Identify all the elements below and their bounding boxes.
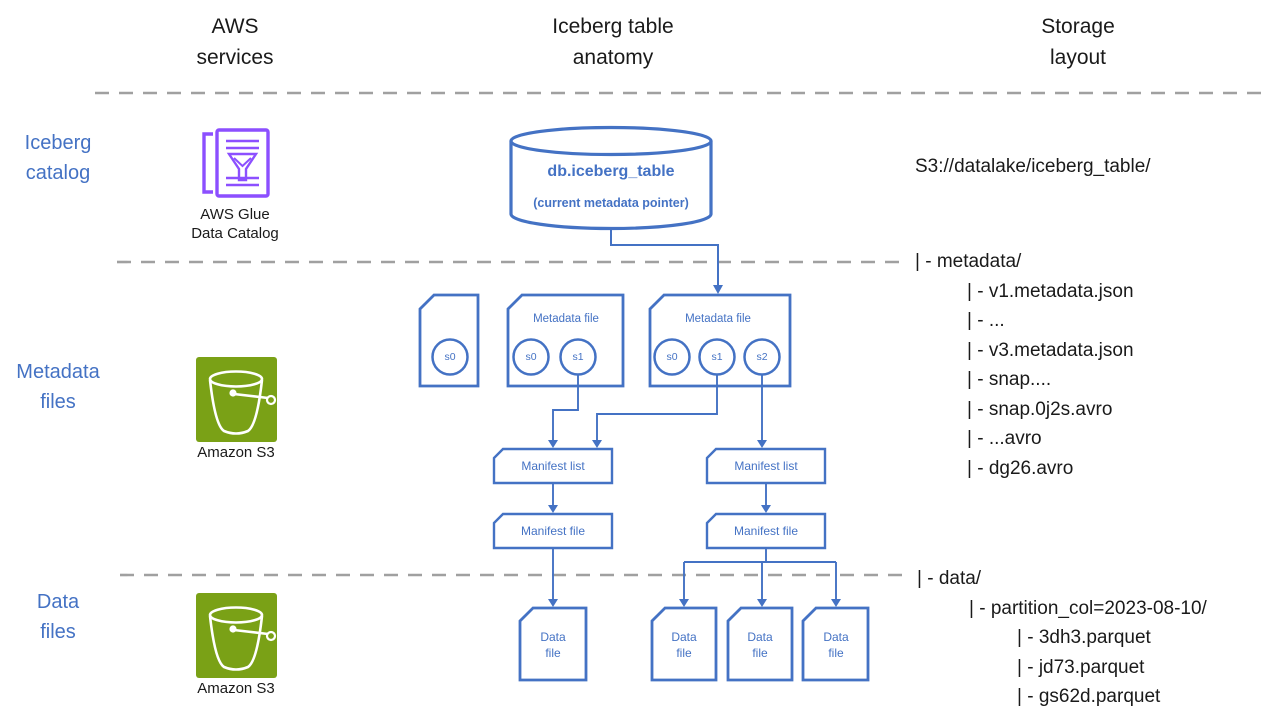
- data-file-label-1: Data file: [540, 630, 566, 660]
- snapshot-s2-box3: s2: [756, 351, 768, 363]
- tree-line: | - data/: [917, 568, 982, 589]
- tree-line: | - gs62d.parquet: [1017, 686, 1161, 707]
- glue-caption: AWS Glue Data Catalog: [191, 206, 279, 242]
- arrowhead: [713, 285, 723, 294]
- snapshot-s1-box2: s1: [572, 351, 584, 363]
- arrowhead: [592, 440, 602, 448]
- tree-line: | - 3dh3.parquet: [1017, 627, 1151, 648]
- arrowhead: [757, 440, 767, 448]
- glue-data-catalog-icon: [202, 128, 270, 198]
- data-file-label-2: Data file: [671, 630, 697, 660]
- tree-line: | - jd73.parquet: [1017, 656, 1145, 678]
- header-aws-services: AWS services: [196, 15, 274, 69]
- s3-bucket-icon-metadata: [196, 357, 277, 442]
- arrowhead: [548, 505, 558, 513]
- snapshot-s0-box1: s0: [444, 351, 456, 363]
- catalog-db-name: db.iceberg_table: [547, 163, 675, 180]
- catalog-db-subtitle: (current metadata pointer): [533, 196, 689, 210]
- manifest-list-label-2: Manifest list: [734, 459, 798, 473]
- data-file-box-1: [518, 606, 588, 682]
- storage-metadata-tree: | - metadata/ | - v1.metadata.json | - .…: [915, 247, 1134, 483]
- tree-line: | - ...avro: [967, 428, 1042, 449]
- tree-line: | - v3.metadata.json: [967, 339, 1134, 361]
- metadata-file-label-3: Metadata file: [685, 313, 751, 325]
- tree-line: | - v1.metadata.json: [967, 280, 1134, 302]
- connector-file2-to-datafiles: [683, 548, 837, 599]
- arrowhead: [757, 599, 767, 607]
- manifest-file-label-2: Manifest file: [733, 524, 799, 538]
- arrowhead: [548, 599, 558, 607]
- metadata-file-box-1: [418, 293, 480, 388]
- s3-caption-data: Amazon S3: [197, 680, 275, 697]
- storage-root-path: S3://datalake/iceberg_table/: [915, 156, 1151, 177]
- catalog-cylinder: [509, 125, 713, 231]
- data-file-box-2: [650, 606, 718, 682]
- tree-line: | - snap....: [967, 369, 1052, 390]
- header-iceberg-anatomy: Iceberg table anatomy: [552, 15, 674, 69]
- data-file-label-4: Data file: [823, 630, 849, 660]
- storage-data-tree: | - data/ | - partition_col=2023-08-10/ …: [917, 564, 1207, 712]
- snapshot-s0-box3: s0: [666, 351, 678, 363]
- arrowhead: [761, 505, 771, 513]
- s3-bucket-icon-data: [196, 593, 277, 678]
- tree-line: | - partition_col=2023-08-10/: [969, 597, 1207, 619]
- connector-s1-box2-to-manifest-list-1: [552, 375, 579, 440]
- data-file-box-3: [726, 606, 794, 682]
- snapshot-s1-box3: s1: [711, 351, 723, 363]
- tree-line: | - ...: [967, 310, 1005, 331]
- metadata-file-label-2: Metadata file: [533, 313, 599, 325]
- header-storage-layout: Storage layout: [1041, 15, 1115, 69]
- data-file-box-4: [801, 606, 870, 682]
- row-label-data-files: Data files: [36, 591, 80, 643]
- tree-line: | - metadata/: [915, 251, 1022, 272]
- tree-line: | - snap.0j2s.avro: [967, 398, 1113, 420]
- connector-catalog-to-metadata: [610, 229, 719, 285]
- s3-caption-metadata: Amazon S3: [197, 444, 275, 461]
- row-label-iceberg-catalog: Iceberg catalog: [24, 132, 92, 184]
- metadata-file-box-3: [648, 293, 792, 388]
- data-file-label-3: Data file: [747, 630, 773, 660]
- manifest-list-label-1: Manifest list: [521, 459, 585, 473]
- arrowhead: [679, 599, 689, 607]
- arrowhead: [548, 440, 558, 448]
- snapshot-s0-box2: s0: [525, 351, 537, 363]
- metadata-file-box-2: [506, 293, 625, 388]
- arrowhead: [831, 599, 841, 607]
- tree-line: | - dg26.avro: [967, 457, 1074, 479]
- row-label-metadata-files: Metadata files: [16, 361, 100, 413]
- manifest-file-label-1: Manifest file: [520, 524, 586, 538]
- connector-s1-box3-to-manifest-list-1: [596, 375, 718, 440]
